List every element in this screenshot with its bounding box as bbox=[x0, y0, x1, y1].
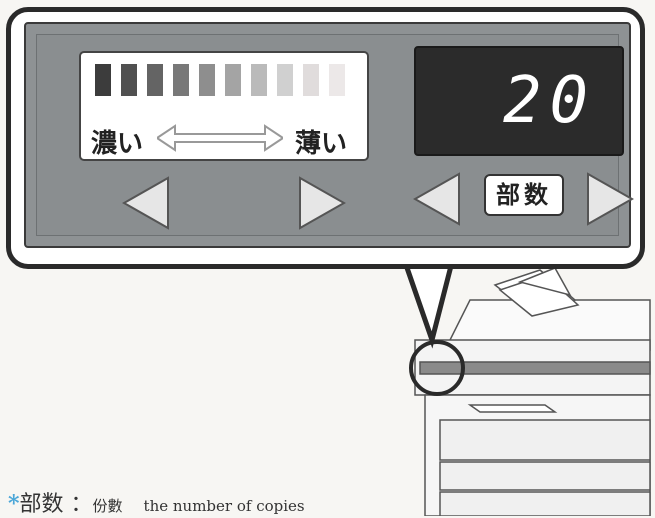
density-light-label: 薄い bbox=[295, 129, 348, 159]
density-indicator: 濃い 薄い bbox=[79, 51, 369, 161]
density-increase-button[interactable] bbox=[298, 176, 346, 230]
control-panel: 濃い 薄い 20 部数 bbox=[24, 22, 634, 248]
density-swatch bbox=[147, 64, 163, 96]
copies-display-value: 20 bbox=[502, 64, 596, 138]
left-triangle-icon bbox=[413, 172, 460, 226]
right-triangle-icon bbox=[299, 176, 346, 230]
footnote-translation-en: the number of copies bbox=[143, 497, 305, 515]
footnote-translation-cn: 份數 bbox=[92, 497, 123, 515]
density-swatch bbox=[225, 64, 241, 96]
copies-increase-button[interactable] bbox=[586, 172, 634, 226]
footnote: *部数 ：份數 the number of copies bbox=[8, 486, 305, 518]
density-swatch bbox=[303, 64, 319, 96]
right-triangle-icon bbox=[587, 172, 634, 226]
density-swatch bbox=[251, 64, 267, 96]
density-swatch bbox=[199, 64, 215, 96]
footnote-separator: ： bbox=[70, 492, 93, 517]
footnote-marker: * bbox=[8, 491, 20, 517]
density-dark-label: 濃い bbox=[91, 129, 144, 159]
density-decrease-button[interactable] bbox=[122, 176, 170, 230]
density-swatch bbox=[329, 64, 345, 96]
left-triangle-icon bbox=[122, 176, 169, 230]
copies-label: 部数 bbox=[484, 174, 564, 216]
double-arrow-icon bbox=[157, 124, 283, 152]
density-swatch bbox=[277, 64, 293, 96]
footnote-term: 部数 bbox=[19, 492, 64, 517]
density-swatch bbox=[121, 64, 137, 96]
density-swatch bbox=[173, 64, 189, 96]
copies-decrease-button[interactable] bbox=[413, 172, 461, 226]
copies-display: 20 bbox=[414, 46, 624, 156]
density-swatch bbox=[95, 64, 111, 96]
